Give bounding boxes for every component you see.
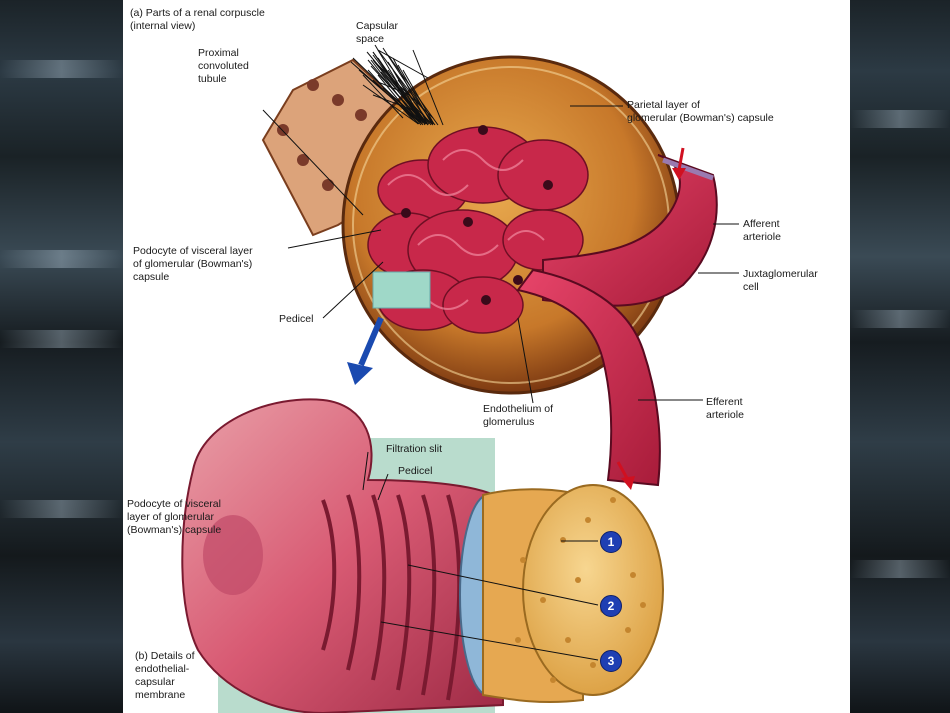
efferent-arteriole-shape	[516, 268, 661, 487]
marker-1: 1	[600, 531, 622, 553]
pedicel-label-a: Pedicel	[279, 313, 314, 325]
marker-3: 3	[600, 650, 622, 672]
afferent-arteriole-label: Afferent arteriole	[743, 218, 781, 243]
pedicel-label-b: Pedicel	[398, 465, 433, 477]
zoom-arrow	[358, 316, 384, 367]
glomerulus-coils	[367, 126, 589, 334]
podocyte-label-a: Podocyte of visceral layer of glomerular…	[133, 245, 253, 283]
endothelium-label: Endothelium of glomerulus	[483, 403, 554, 428]
renal-corpuscle-figure: (a) Parts of a renal corpuscle (internal…	[123, 0, 850, 713]
illustration	[181, 44, 739, 713]
capsular-space-label: Capsular space	[356, 20, 399, 45]
efferent-arteriole-label: Efferent arteriole	[706, 396, 744, 421]
marker-2: 2	[600, 595, 622, 617]
parietal-layer-label: Parietal layer of glomerular (Bowman's) …	[627, 99, 774, 124]
podocyte-detail-shape	[181, 398, 504, 713]
panel-a-title: (a) Parts of a renal corpuscle (internal…	[130, 7, 265, 32]
leader-lines	[262, 44, 444, 216]
filtration-slit-label: Filtration slit	[386, 443, 443, 455]
label-leader-lines	[287, 69, 739, 661]
left-dark-border	[0, 0, 123, 713]
juxtaglomerular-cell-label: Juxtaglomerular cell	[743, 268, 818, 293]
pedicel-highlight-box	[372, 271, 431, 309]
proximal-tubule-label: Proximal convoluted tubule	[198, 47, 249, 85]
outflow-arrow	[616, 461, 630, 481]
podocyte-label-b: Podocyte of visceral layer of glomerular…	[127, 498, 222, 536]
right-dark-border	[850, 0, 950, 713]
panel-b-title: (b) Details of endothelial- capsular mem…	[135, 650, 195, 701]
membrane-layers-shape	[459, 484, 664, 704]
afferent-arteriole-shape	[542, 154, 718, 307]
inflow-arrow	[677, 147, 685, 171]
